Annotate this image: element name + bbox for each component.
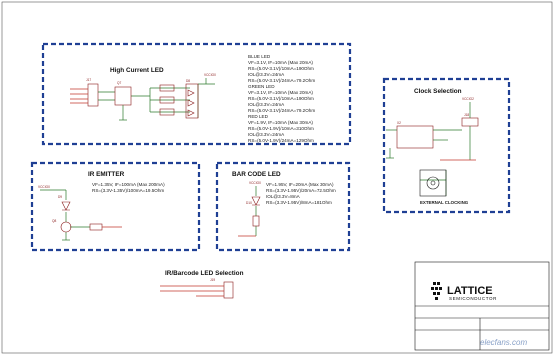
sma-jack-center: [430, 180, 436, 186]
connector-nets: [70, 88, 88, 104]
blue-led-line-5: RS=(5.0V-3.1V)/24mA=79.2Ohm: [248, 78, 315, 83]
ir-emitter-group: IR EMITTER VCCIO0 D9 Q8 VF=1.35V, IF=100…: [30, 161, 201, 252]
red-led-line-2: VF=1.9V, IF=10mA (Max 30mA): [248, 120, 313, 125]
red-led-line-3: RS=(5.0V-1.9V)/10mA=310Ohm: [248, 126, 314, 131]
vcc-label: VCCIO0: [204, 73, 216, 77]
lattice-logo-icon: [431, 282, 442, 300]
blue-led-line-1: BLUE LED: [248, 54, 271, 59]
green-led-line-4: IOL@3.3V=24mA: [248, 102, 285, 107]
red-led-line-4: IOL@3.3V=24mA: [248, 132, 285, 137]
ir-wires: [40, 189, 90, 241]
high-current-led-title: High Current LED: [110, 67, 164, 74]
ir-transistor-ref: Q8: [52, 219, 56, 223]
bar-code-led-title: BAR CODE LED: [232, 171, 281, 178]
ir-barcode-select-title: IR/Barcode LED Selection: [165, 270, 244, 277]
external-clock-label: EXTERNAL CLOCKING: [420, 200, 469, 205]
connector-ref: J17: [86, 78, 91, 82]
clock-jumper-j18: [461, 117, 479, 127]
blue-led-line-3: RS=(5.0V-3.1V)/10mA=190Ohm: [248, 66, 314, 71]
clock-vcc-label: VCCIO2: [462, 97, 474, 101]
clock-selection-frame: [382, 77, 511, 214]
high-current-led-frame: [41, 42, 352, 146]
ir-emitter-title: IR EMITTER: [88, 171, 125, 178]
barcode-note-line-2: RS=(3.3V-1.95V)/20mA=72.5Ohm: [266, 188, 336, 193]
ir-vcc-label: VCCIO0: [38, 185, 50, 189]
barcode-vcc-label: VCCIO0: [249, 181, 261, 185]
select-jumper-ref: J19: [210, 278, 215, 282]
high-current-led-group: High Current LED J17 Q7 D8 VCCIO0: [41, 42, 352, 146]
ir-resistor: [89, 223, 103, 231]
company-tagline: SEMICONDUCTOR: [449, 296, 497, 301]
select-nets: [160, 285, 224, 297]
oscillator-ref: X2: [397, 121, 401, 125]
barcode-resistor: [252, 215, 260, 227]
barcode-note-line-1: VF=1.95V, IF=20mA (Max 30mA): [266, 182, 334, 187]
bar-code-led-group: BAR CODE LED VCCIO0 D10 VF=1.95V, IF=20m…: [215, 161, 351, 252]
ir-diode-d9: [61, 201, 71, 211]
ir-emitter-frame: [30, 161, 201, 252]
clock-selection-title: Clock Selection: [414, 88, 462, 95]
transistor-q7: [114, 86, 132, 106]
connector-j17: [87, 83, 99, 107]
barcode-note-line-3: IOL@3.3V=8mA: [266, 194, 301, 199]
barcode-led-ref: D10: [246, 201, 252, 205]
oscillator-x2: [396, 125, 434, 149]
red-led-line-1: RED LED: [248, 114, 269, 119]
clock-selection-group: Clock Selection VCCIO2 X2 J18 EXTERNAL C…: [382, 77, 511, 214]
ir-barcode-select-group: IR/Barcode LED Selection J19: [160, 270, 244, 299]
transistor-ref: Q7: [117, 81, 121, 85]
led-ref: D8: [186, 79, 190, 83]
green-led-line-1: GREEN LED: [248, 84, 275, 89]
red-led-line-5: RS=(5.0V-1.9V)/24mA=129Ohm: [248, 138, 314, 143]
green-led-line-3: RS=(5.0V-3.1V)/10mA=190Ohm: [248, 96, 314, 101]
clock-jumper-ref: J18: [464, 113, 469, 117]
blue-led-notes: BLUE LED VF=3.1V, IF=10mA (Max 20mA) RS=…: [248, 54, 315, 83]
select-jumper-j19: [223, 281, 234, 299]
bar-code-led-frame: [215, 161, 351, 252]
watermark: elecfans.com: [480, 338, 527, 347]
green-led-line-5: RS=(5.0V-3.1V)/24mA=79.2Ohm: [248, 108, 315, 113]
green-led-line-2: VF=3.1V, IF=10mA (Max 20mA): [248, 90, 313, 95]
sma-jack-icon: [426, 176, 440, 190]
title-block: LATTICE SEMICONDUCTOR elecfans.com: [414, 261, 550, 351]
ir-note-line-2: RS=(3.3V-1.35V)/100mA=19.5Ohm: [92, 188, 164, 193]
rgb-led-d8: [185, 83, 199, 119]
ir-note-line-1: VF=1.35V, IF=100mA (Max 200mA): [92, 182, 165, 187]
blue-led-line-4: IOL@3.3V=24mA: [248, 72, 285, 77]
blue-led-line-2: VF=3.1V, IF=10mA (Max 20mA): [248, 60, 313, 65]
led-diode-symbols: [187, 89, 195, 117]
green-led-notes: GREEN LED VF=3.1V, IF=10mA (Max 20mA) RS…: [248, 84, 315, 113]
gnd-wires: [119, 105, 127, 121]
ir-transistor-q8: [60, 221, 72, 233]
clock-wires: [386, 102, 471, 196]
external-clock-connector: [419, 169, 447, 197]
barcode-led-d10: [251, 196, 261, 206]
resistor-r2: [159, 96, 175, 104]
resistor-r3: [159, 108, 175, 116]
resistor-r1: [159, 84, 175, 92]
ir-diode-ref: D9: [58, 195, 62, 199]
company-name: LATTICE: [447, 285, 493, 297]
red-led-notes: RED LED VF=1.9V, IF=10mA (Max 30mA) RS=(…: [248, 114, 314, 143]
barcode-note-line-4: RS=(3.3V-1.95V)/8mA=181Ohm: [266, 200, 332, 205]
